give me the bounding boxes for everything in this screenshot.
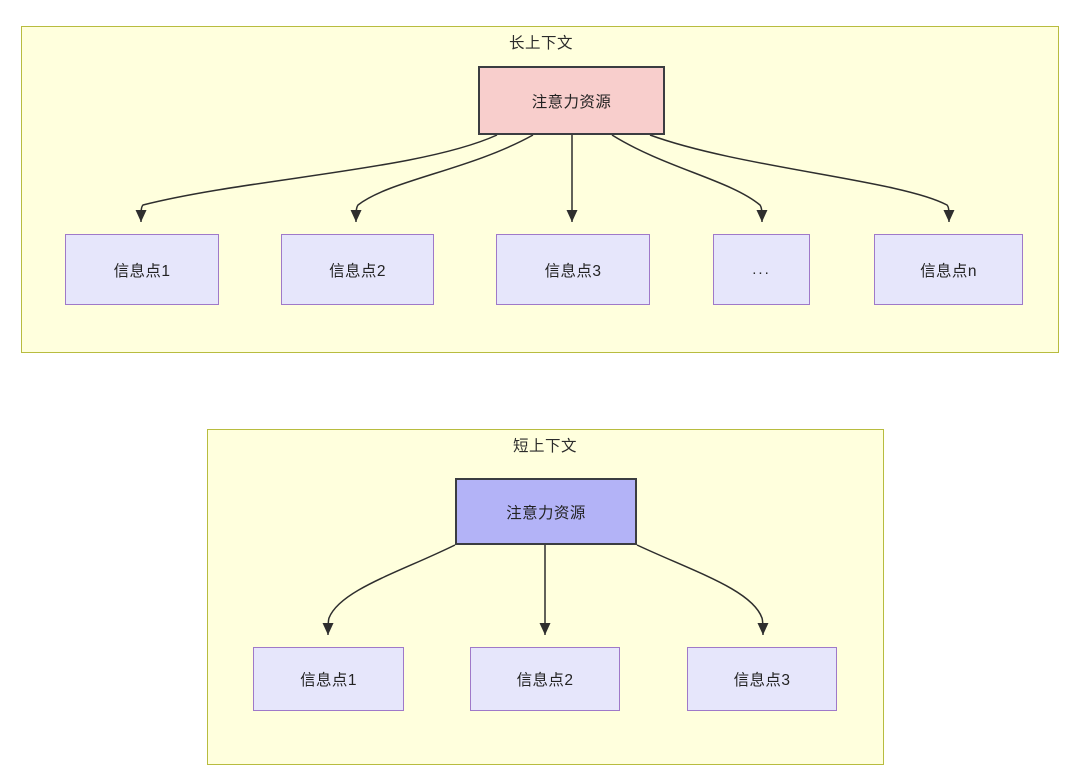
node-label-attention-short: 注意力资源 — [506, 504, 586, 522]
node-label-info-n: 信息点n — [920, 262, 977, 280]
node-label-info-3: 信息点3 — [544, 262, 602, 280]
node-label-info-2: 信息点2 — [329, 262, 386, 280]
group-title-long-context: 长上下文 — [508, 35, 573, 52]
node-short-info-2[interactable]: 信息点2 — [470, 647, 620, 711]
group-title-short-context: 短上下文 — [512, 438, 577, 455]
node-label-short-info-1: 信息点1 — [300, 672, 357, 689]
node-attention-short[interactable]: 注意力资源 — [455, 478, 637, 545]
node-short-info-3[interactable]: 信息点3 — [687, 647, 837, 711]
node-label-attention-long: 注意力资源 — [531, 93, 612, 111]
node-label-info-ellipsis: ... — [752, 261, 771, 278]
node-attention-long[interactable]: 注意力资源 — [478, 66, 665, 135]
node-info-ellipsis[interactable]: ... — [713, 234, 810, 305]
node-label-info-1: 信息点1 — [113, 262, 171, 280]
node-short-info-1[interactable]: 信息点1 — [253, 647, 404, 711]
node-label-short-info-3: 信息点3 — [733, 672, 791, 689]
node-info-2[interactable]: 信息点2 — [281, 234, 434, 305]
node-info-1[interactable]: 信息点1 — [65, 234, 219, 305]
node-info-n[interactable]: 信息点n — [874, 234, 1023, 305]
node-label-short-info-2: 信息点2 — [516, 672, 574, 689]
node-info-3[interactable]: 信息点3 — [496, 234, 650, 305]
